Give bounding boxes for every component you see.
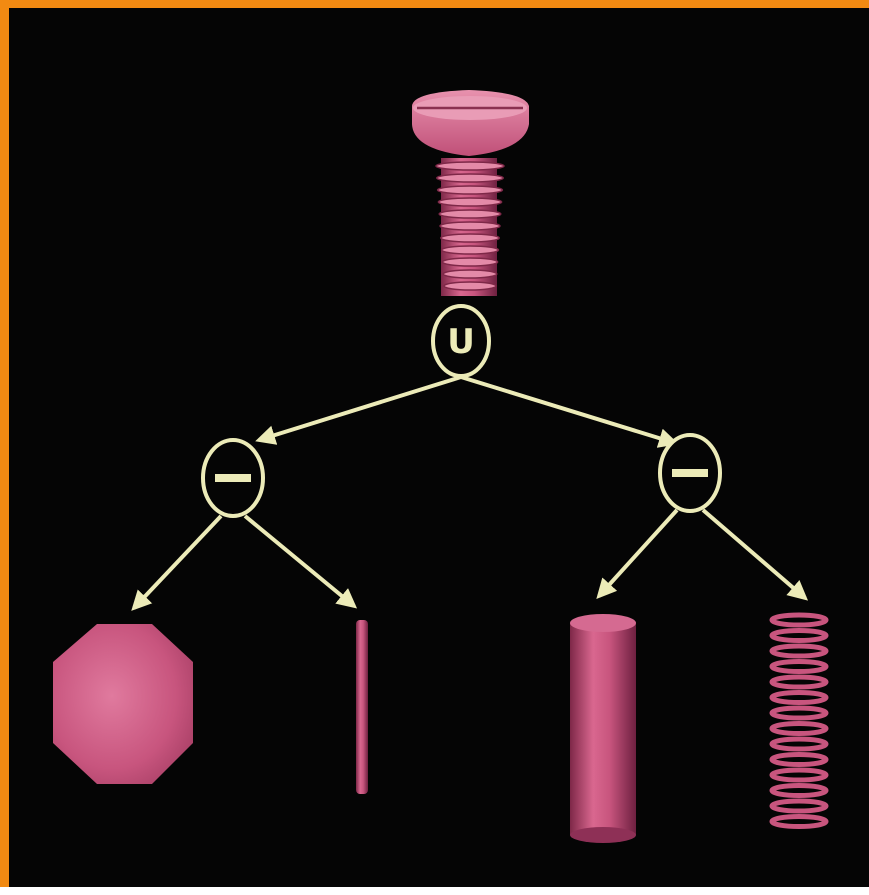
spring-coil [772, 646, 826, 656]
union-symbol: U [447, 322, 475, 362]
thin-rod-leaf [356, 620, 368, 794]
screw-thread [438, 198, 501, 206]
right-difference-operator-node [660, 435, 720, 511]
octagonal-prism-leaf [53, 624, 193, 784]
helix-spring-leaf [772, 615, 826, 827]
left-difference-operator-node [203, 440, 263, 516]
screw-result [412, 90, 529, 296]
spring-coil [772, 786, 826, 796]
edge-right-to-spring [703, 510, 805, 598]
spring-coil [772, 662, 826, 672]
spring-coil [772, 755, 826, 765]
screw-thread [441, 234, 499, 242]
spring-coil [772, 770, 826, 780]
screw-thread [442, 258, 497, 266]
right-minus-symbol [672, 469, 708, 477]
spring-coil [772, 739, 826, 749]
screw-thread [444, 282, 496, 290]
edge-left-to-rod [245, 516, 354, 606]
spring-coil [772, 708, 826, 718]
edge-union-to-right-difference [461, 377, 675, 443]
screw-thread [436, 162, 504, 170]
screw-thread [438, 186, 503, 194]
spring-coil [772, 724, 826, 734]
csg-tree-diagram: U [9, 8, 869, 895]
left-minus-symbol [215, 474, 251, 482]
spring-coil [772, 631, 826, 641]
spring-coil [772, 817, 826, 827]
screw-thread [440, 222, 500, 230]
edge-right-to-cylinder [599, 510, 677, 596]
spring-coil [772, 677, 826, 687]
screw-thread [437, 174, 503, 182]
spring-coil [772, 693, 826, 703]
spring-coil [772, 801, 826, 811]
spring-coil [772, 615, 826, 625]
screw-thread [442, 246, 499, 254]
screw-thread [439, 210, 501, 218]
edge-union-to-left-difference [259, 377, 461, 440]
screw-thread [443, 270, 497, 278]
union-operator-node: U [433, 306, 489, 376]
edge-left-to-octagon [134, 516, 221, 608]
cylinder-leaf [570, 614, 636, 843]
